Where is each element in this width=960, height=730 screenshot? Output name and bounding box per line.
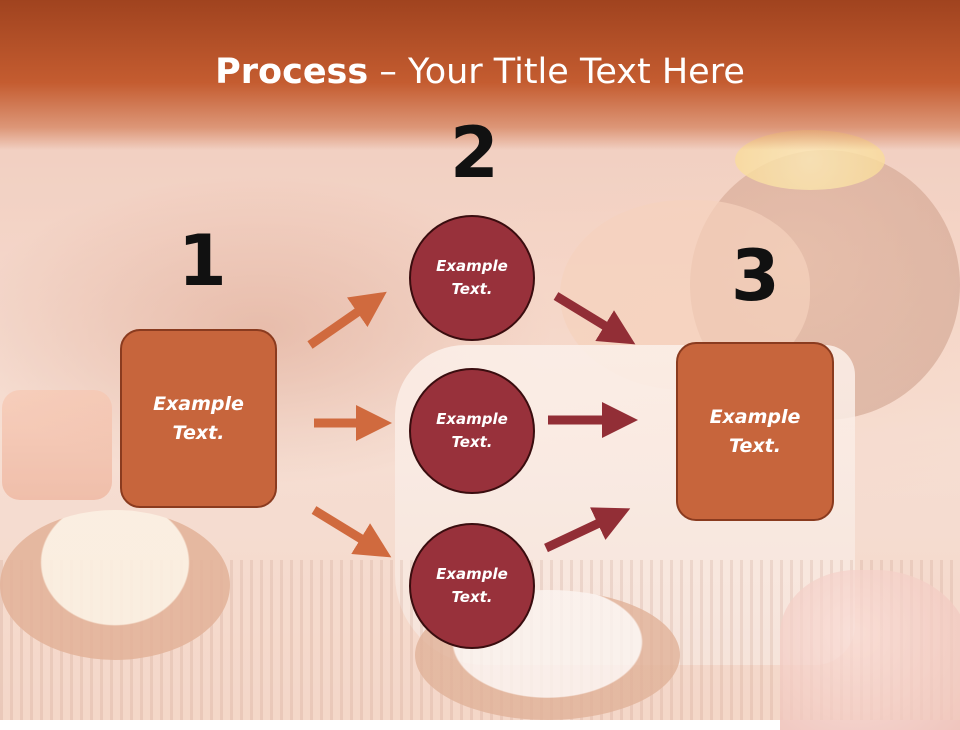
- step-circle-top[interactable]: Example Text.: [409, 215, 535, 341]
- arrow-from-circle-bottom: [544, 507, 631, 553]
- title-rest-part: – Your Title Text Here: [368, 52, 745, 92]
- step-box-right[interactable]: Example Text.: [676, 342, 834, 521]
- step-box-left[interactable]: Example Text.: [120, 329, 277, 508]
- arrow-to-circle-bottom: [311, 506, 392, 558]
- step-box-left-text: Example Text.: [153, 392, 244, 444]
- step-circle-bottom-text: Example Text.: [436, 565, 508, 606]
- arrow-to-circle-top: [307, 291, 387, 349]
- arrow-from-circle-top: [553, 292, 636, 345]
- step-number-1: 1: [178, 220, 227, 302]
- step-circle-middle[interactable]: Example Text.: [409, 368, 535, 494]
- step-number-2: 2: [450, 112, 499, 194]
- step-box-right-text: Example Text.: [709, 405, 801, 457]
- step-circle-top-text: Example Text.: [436, 257, 508, 298]
- step-circle-middle-text: Example Text.: [436, 410, 508, 451]
- title-bar: [0, 0, 960, 150]
- title-bold-part: Process: [215, 52, 369, 92]
- step-number-3: 3: [731, 235, 780, 317]
- slide-title[interactable]: Process – Your Title Text Here: [0, 52, 960, 92]
- background-petals: [780, 570, 960, 730]
- background-candle: [2, 390, 112, 500]
- background-bowl-left: [0, 510, 230, 660]
- step-circle-bottom[interactable]: Example Text.: [409, 523, 535, 649]
